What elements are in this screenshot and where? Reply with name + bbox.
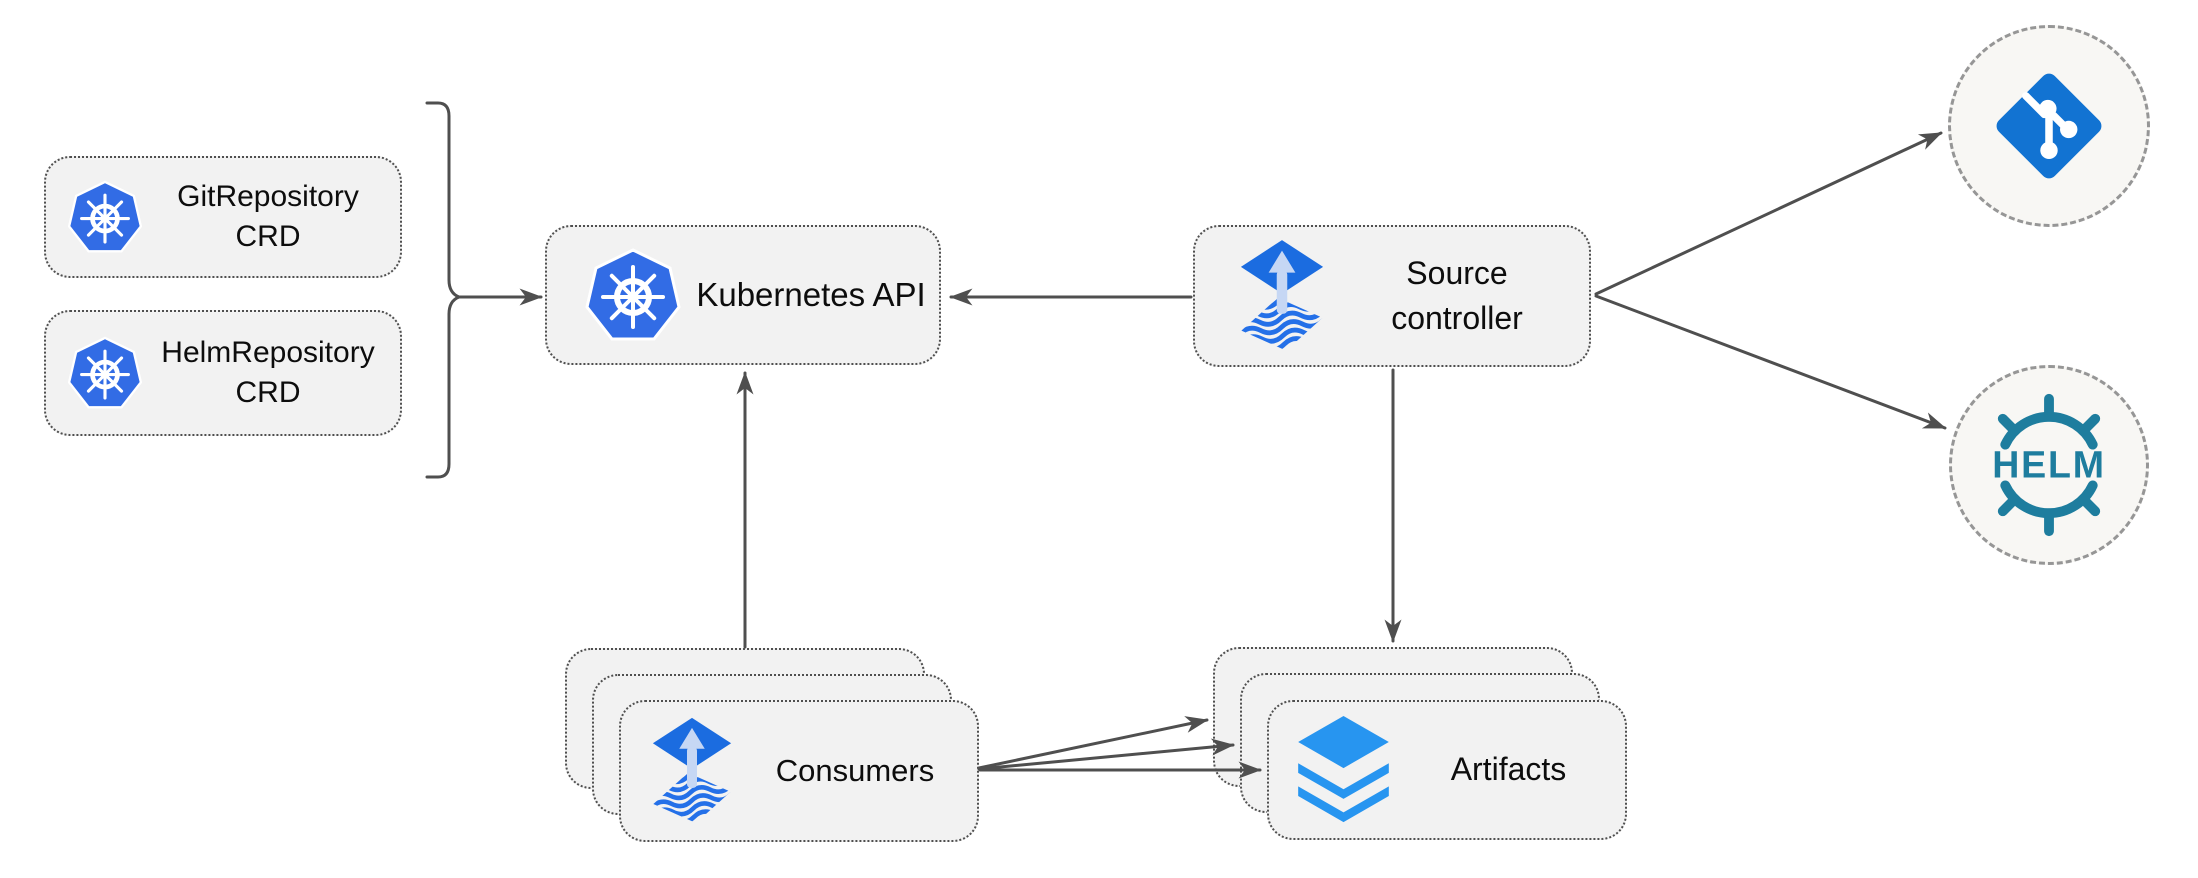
arrow-consumers-to-artifacts-2 (977, 738, 1235, 771)
flux-icon (1239, 238, 1325, 355)
helm-remote-circle: HELM (1949, 365, 2149, 565)
node-artifacts: Artifacts (1267, 700, 1627, 840)
node-kubernetes-api: Kubernetes API (545, 225, 941, 365)
crd-group-bracket (425, 101, 461, 479)
node-label: Consumers (775, 753, 935, 789)
arrow-consumers-to-artifacts-1 (977, 716, 1209, 770)
node-label: HelmRepository CRD (161, 335, 375, 410)
node-consumers: Consumers (619, 700, 979, 842)
arrow-source-controller-to-helm (1594, 294, 1947, 430)
git-icon (1996, 73, 2102, 179)
node-label: Kubernetes API (696, 275, 926, 313)
helm-logo-text: HELM (1992, 444, 2106, 486)
node-gitrepository-crd: GitRepository CRD (44, 156, 402, 278)
layers-icon (1298, 716, 1389, 823)
kubernetes-icon (66, 178, 144, 256)
node-helmrepository-crd: HelmRepository CRD (44, 310, 402, 436)
kubernetes-icon (583, 245, 683, 345)
kubernetes-icon (66, 334, 144, 412)
git-remote-circle (1948, 25, 2150, 227)
node-label: Source controller (1391, 255, 1523, 336)
arrow-source-controller-to-git (1594, 131, 1943, 296)
flux-icon (651, 716, 733, 827)
node-label: GitRepository CRD (177, 179, 359, 254)
helm-icon: HELM (1992, 393, 2106, 537)
node-label: Artifacts (1450, 751, 1567, 788)
node-source-controller: Source controller (1193, 225, 1591, 367)
